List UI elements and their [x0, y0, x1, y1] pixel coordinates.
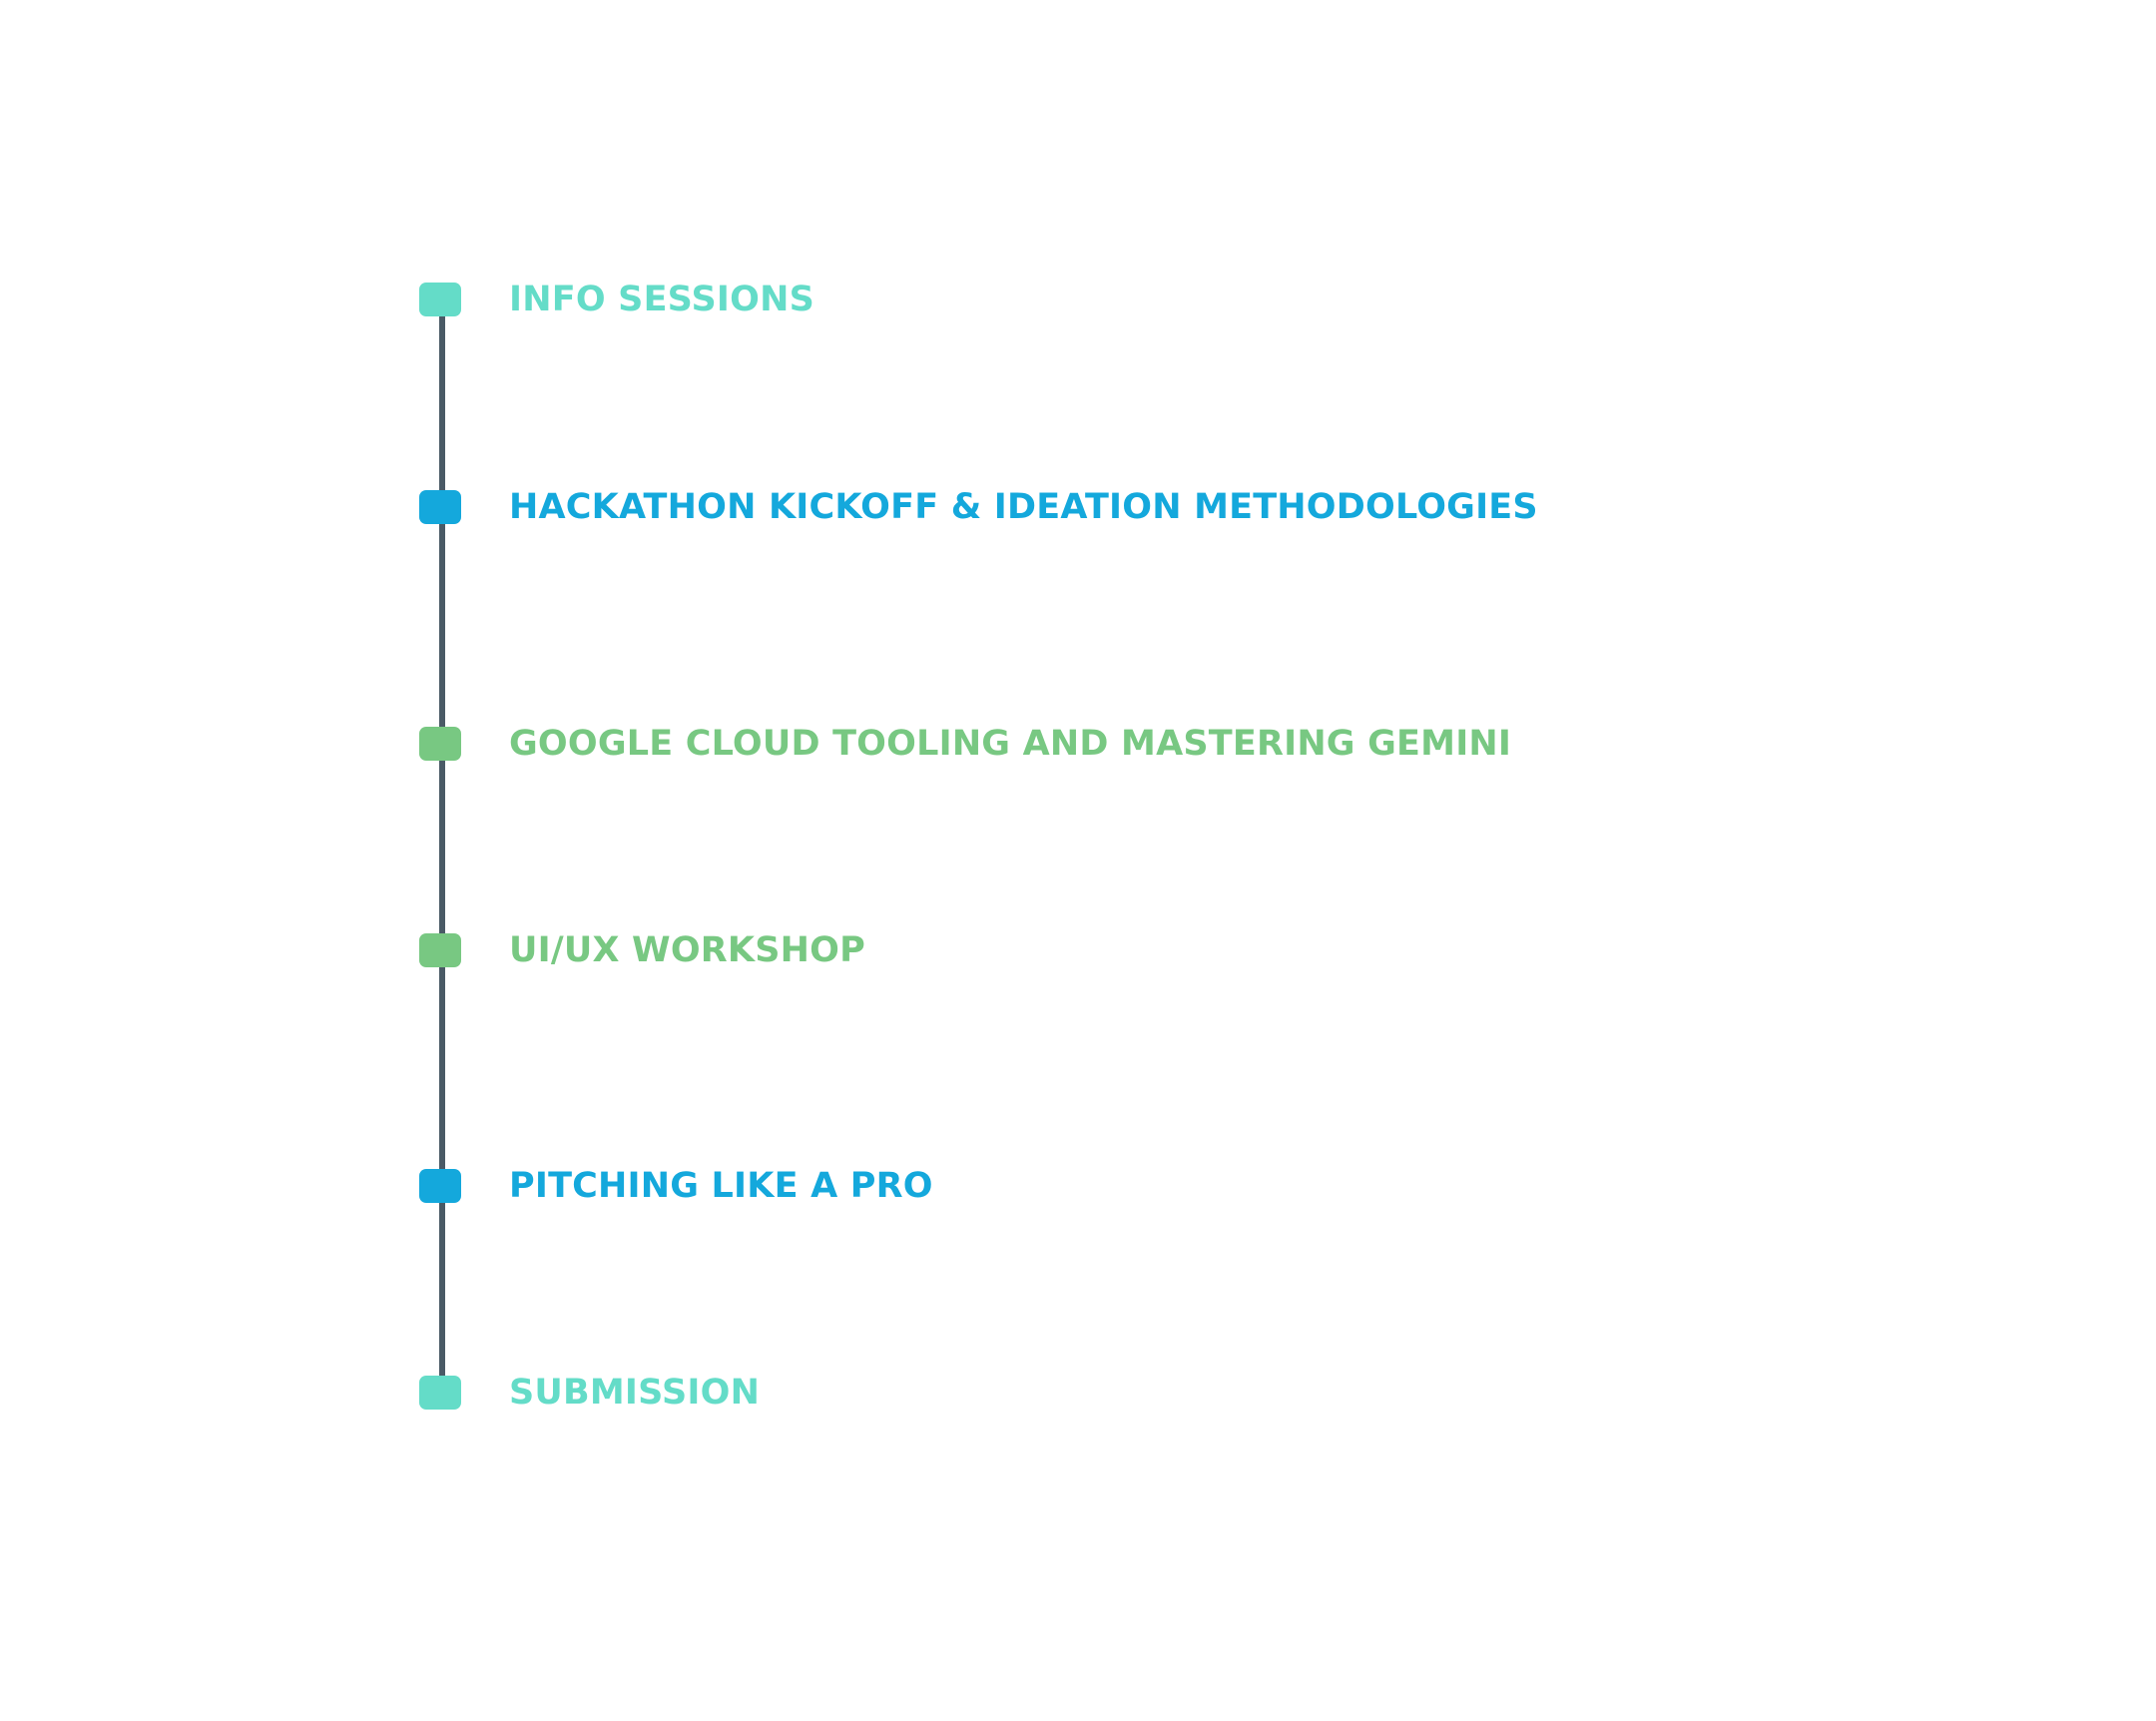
timeline-marker — [419, 283, 461, 316]
timeline-connector-line — [439, 299, 445, 1388]
timeline-marker — [419, 1376, 461, 1410]
timeline-item-label: GOOGLE CLOUD TOOLING AND MASTERING GEMIN… — [509, 724, 1512, 764]
timeline-item-label: UI/UX WORKSHOP — [509, 930, 865, 970]
timeline-item-label: INFO SESSIONS — [509, 280, 814, 319]
timeline-marker — [419, 727, 461, 761]
timeline-marker — [419, 1169, 461, 1203]
timeline-item-label: SUBMISSION — [509, 1373, 761, 1413]
timeline-item-label: PITCHING LIKE A PRO — [509, 1166, 933, 1206]
timeline-item-label: HACKATHON KICKOFF & IDEATION METHODOLOGI… — [509, 487, 1538, 527]
timeline-marker — [419, 933, 461, 967]
timeline-marker — [419, 490, 461, 524]
